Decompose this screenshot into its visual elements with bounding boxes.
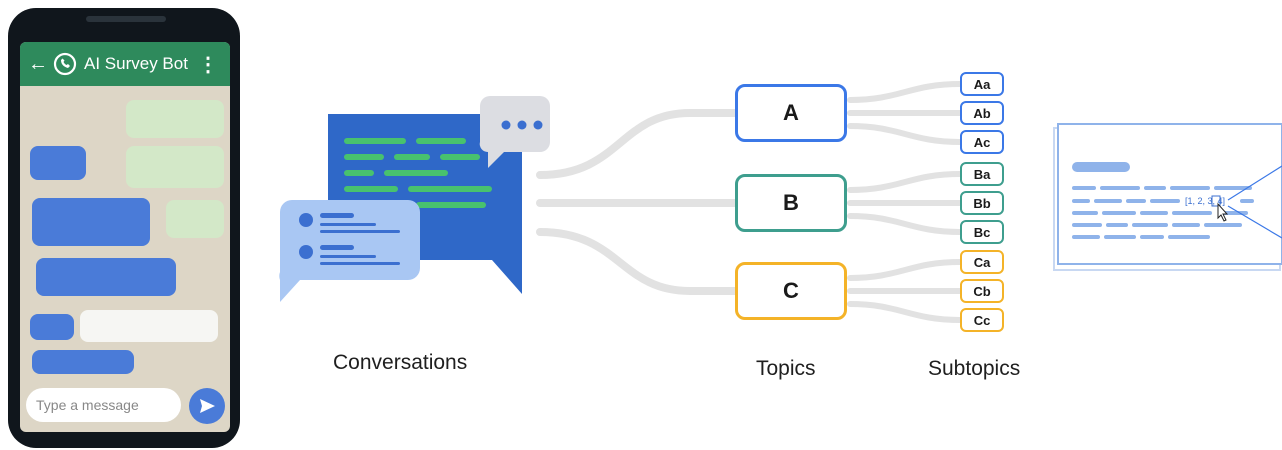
subtopic-box-bc: Bc (960, 220, 1004, 244)
subtopic-label: Bc (973, 224, 991, 240)
subtopic-box-bb: Bb (960, 191, 1004, 215)
subtopic-box-ab: Ab (960, 101, 1004, 125)
chat-title: AI Survey Bot (84, 54, 188, 73)
message-input-placeholder: Type a message (36, 397, 139, 413)
chat-bubble-incoming (80, 310, 218, 342)
send-icon (200, 399, 215, 413)
topic-label: A (783, 100, 799, 125)
chat-bubble-outgoing (30, 146, 86, 180)
citation-text: [1, 2, 3, 4] (1185, 196, 1225, 206)
phone-notch (86, 16, 166, 22)
chat-bubble-incoming (126, 100, 224, 138)
subtopics-label: Subtopics (928, 357, 1021, 380)
more-options-icon[interactable]: ⋮ (198, 53, 218, 76)
whatsapp-icon (52, 51, 78, 77)
subtopic-label: Ba (973, 166, 991, 182)
subtopic-label: Cb (973, 283, 991, 299)
subtopic-label: Ca (973, 254, 991, 270)
chat-bubble-incoming (166, 200, 224, 238)
subtopic-box-ba: Ba (960, 162, 1004, 186)
subtopic-box-aa: Aa (960, 72, 1004, 96)
report-document: [1, 2, 3, 4] (1053, 123, 1282, 271)
topic-box-b: B (735, 174, 847, 232)
chat-bubble-outgoing (36, 258, 176, 296)
send-button[interactable] (189, 388, 225, 424)
conversations-icon (279, 96, 550, 302)
message-input[interactable]: Type a message (26, 388, 181, 422)
subtopic-label: Ab (973, 105, 991, 121)
chat-bubble-incoming (126, 146, 224, 188)
subtopic-label: Ac (973, 134, 991, 150)
topic-box-a: A (735, 84, 847, 142)
back-arrow-icon[interactable]: ← (28, 52, 48, 75)
subtopic-label: Bb (973, 195, 991, 211)
subtopic-box-cb: Cb (960, 279, 1004, 303)
chat-bubble-outgoing (32, 198, 150, 246)
subtopic-box-cc: Cc (960, 308, 1004, 332)
topic-label: B (783, 190, 799, 215)
subtopic-label: Cc (973, 312, 991, 328)
topics-label: Topics (756, 357, 816, 380)
chat-bubble-outgoing (30, 314, 74, 340)
topic-box-c: C (735, 262, 847, 320)
subtopic-box-ac: Ac (960, 130, 1004, 154)
conversations-label: Conversations (333, 351, 468, 374)
chat-bubble-outgoing (32, 350, 134, 374)
topic-label: C (783, 278, 799, 303)
subtopic-box-ca: Ca (960, 250, 1004, 274)
subtopic-label: Aa (973, 76, 991, 92)
chat-app-bar: ← AI Survey Bot ⋮ (20, 42, 230, 86)
chat-screen (20, 42, 230, 432)
